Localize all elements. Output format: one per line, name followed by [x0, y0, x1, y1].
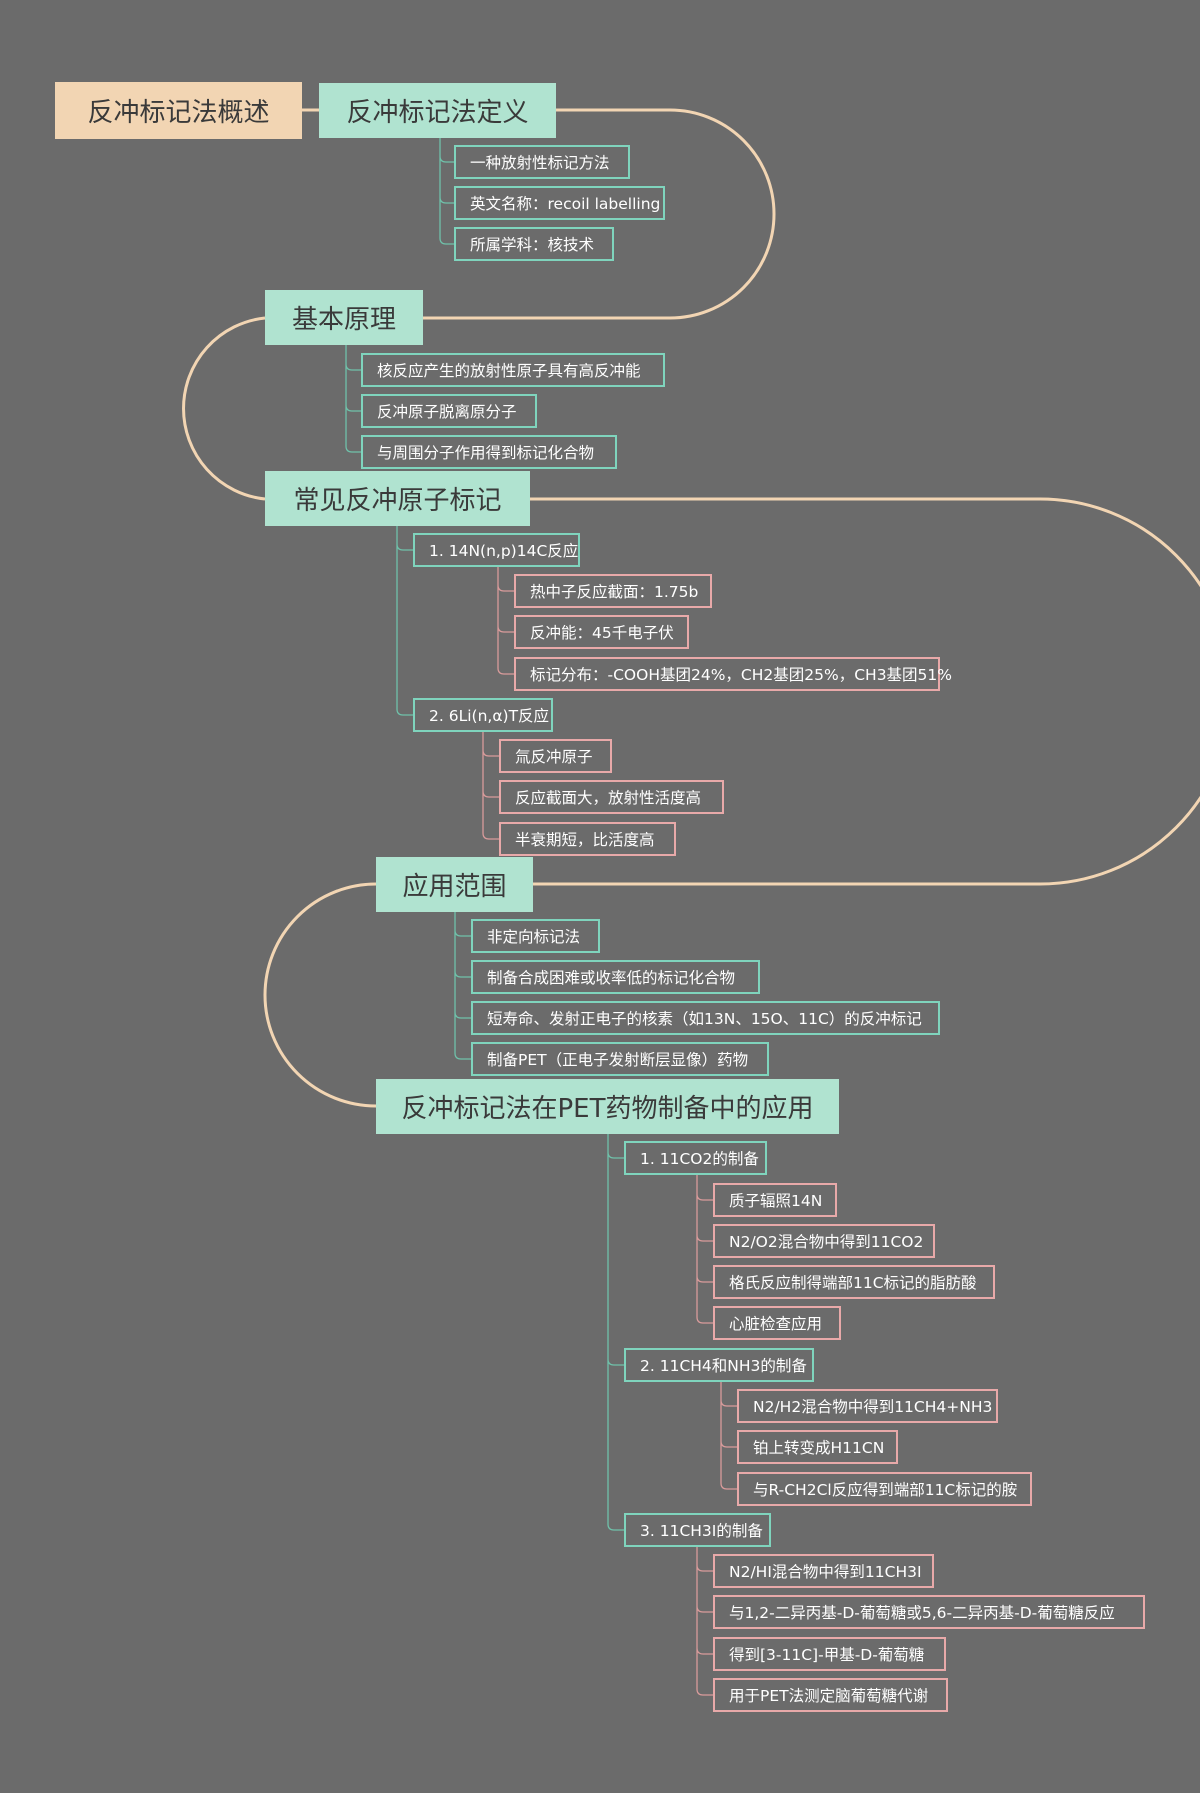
- pet-detail[interactable]: 铂上转变成H11CN: [737, 1430, 898, 1464]
- reaction-group[interactable]: 1. 14N(n,p)14C反应: [413, 533, 580, 567]
- pet-group[interactable]: 3. 11CH3I的制备: [624, 1513, 771, 1547]
- application-item[interactable]: 非定向标记法: [471, 919, 600, 953]
- definition-item[interactable]: 英文名称：recoil labelling: [454, 186, 665, 220]
- definition-item[interactable]: 所属学科：核技术: [454, 227, 614, 261]
- reaction-detail[interactable]: 标记分布：-COOH基团24%，CH2基团25%，CH3基团51%: [514, 657, 952, 691]
- section-definition[interactable]: 反冲标记法定义: [319, 83, 556, 138]
- reaction1-connector: [497, 567, 514, 675]
- pet-detail[interactable]: 用于PET法测定脑葡萄糖代谢: [713, 1678, 948, 1712]
- pet2-connector: [720, 1382, 737, 1490]
- pet1-connector: [696, 1175, 713, 1324]
- application-item[interactable]: 短寿命、发射正电子的核素（如13N、15O、11C）的反冲标记: [471, 1001, 940, 1035]
- pet-detail[interactable]: 心脏检查应用: [713, 1306, 841, 1340]
- reaction-detail[interactable]: 半衰期短，比活度高: [499, 822, 676, 856]
- reaction-detail[interactable]: 反应截面大，放射性活度高: [499, 780, 724, 814]
- pet-connector: [607, 1134, 624, 1531]
- principle-item[interactable]: 与周围分子作用得到标记化合物: [361, 435, 617, 469]
- principle-item[interactable]: 反冲原子脱离原分子: [361, 394, 537, 428]
- pet-detail[interactable]: 质子辐照14N: [713, 1183, 837, 1217]
- principle-item[interactable]: 核反应产生的放射性原子具有高反冲能: [361, 353, 665, 387]
- pet-detail[interactable]: 与1,2-二异丙基-D-葡萄糖或5,6-二异丙基-D-葡萄糖反应: [713, 1595, 1145, 1629]
- section-common-recoil[interactable]: 常见反冲原子标记: [265, 471, 530, 526]
- pet-detail[interactable]: N2/HI混合物中得到11CH3I: [713, 1554, 934, 1588]
- principle-connector: [345, 345, 361, 453]
- pet-group[interactable]: 2. 11CH4和NH3的制备: [624, 1348, 814, 1382]
- spine-curve: [423, 108, 776, 320]
- section-pet-application[interactable]: 反冲标记法在PET药物制备中的应用: [376, 1079, 839, 1134]
- pet-detail[interactable]: N2/O2混合物中得到11CO2: [713, 1224, 935, 1258]
- section-principle[interactable]: 基本原理: [265, 290, 423, 345]
- pet-detail[interactable]: N2/H2混合物中得到11CH4+NH3: [737, 1389, 998, 1423]
- common-connector: [396, 526, 413, 716]
- application-item[interactable]: 制备合成困难或收率低的标记化合物: [471, 960, 760, 994]
- pet-detail[interactable]: 得到[3-11C]-甲基-D-葡萄糖: [713, 1637, 946, 1671]
- spine-curve: [263, 882, 377, 1108]
- reaction-detail[interactable]: 反冲能：45千电子伏: [514, 615, 689, 649]
- definition-item[interactable]: 一种放射性标记方法: [454, 145, 630, 179]
- spine-curve: [530, 497, 1200, 886]
- pet-detail[interactable]: 格氏反应制得端部11C标记的脂肪酸: [713, 1265, 995, 1299]
- reaction-group[interactable]: 2. 6Li(n,α)T反应: [413, 698, 553, 732]
- reaction-detail[interactable]: 氚反冲原子: [499, 739, 612, 773]
- reaction2-connector: [482, 732, 499, 840]
- root-node[interactable]: 反冲标记法概述: [55, 82, 302, 139]
- definition-connector: [439, 138, 454, 245]
- pet3-connector: [696, 1547, 713, 1696]
- application-item[interactable]: 制备PET（正电子发射断层显像）药物: [471, 1042, 769, 1076]
- spine-curve: [182, 316, 266, 501]
- application-connector: [454, 912, 471, 1060]
- section-application-scope[interactable]: 应用范围: [376, 857, 533, 912]
- pet-group[interactable]: 1. 11CO2的制备: [624, 1141, 767, 1175]
- reaction-detail[interactable]: 热中子反应截面：1.75b: [514, 574, 712, 608]
- pet-detail[interactable]: 与R-CH2Cl反应得到端部11C标记的胺: [737, 1472, 1032, 1506]
